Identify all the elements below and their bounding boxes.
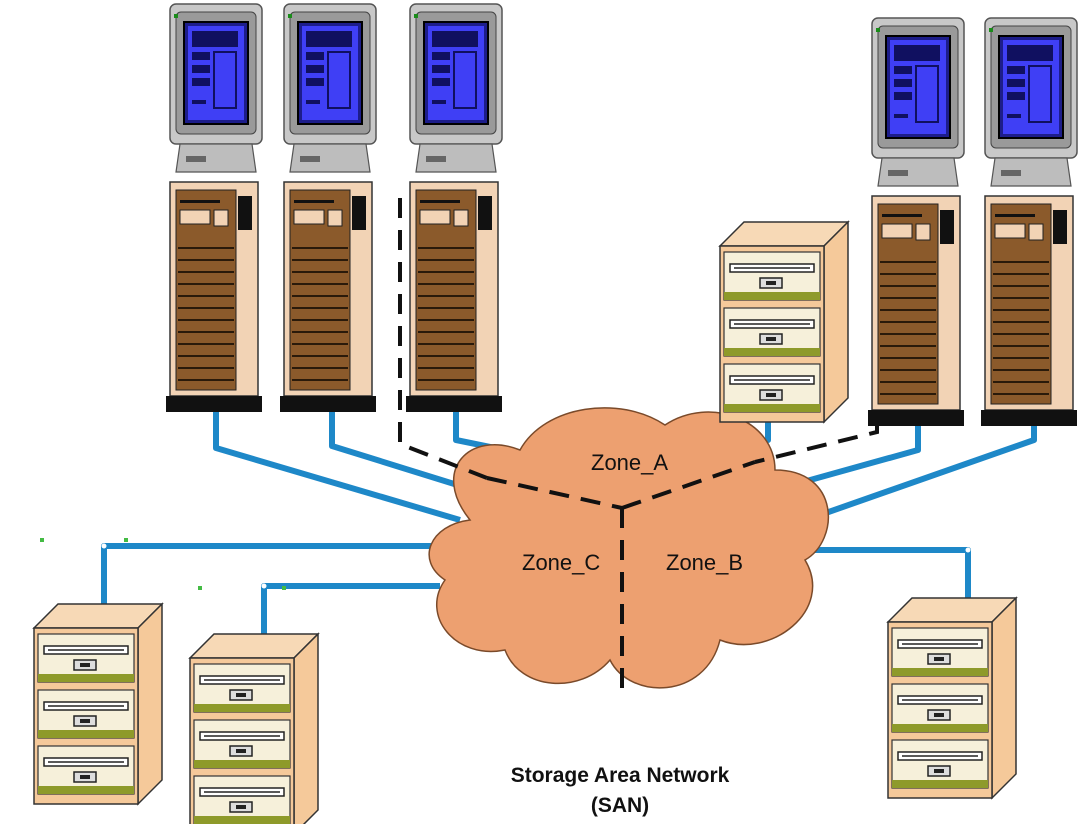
server-icon (405, 3, 503, 413)
server-icon (867, 17, 965, 427)
zone-b-label: Zone_B (666, 550, 743, 575)
zone-c-label: Zone_C (522, 550, 600, 575)
stray-marks (40, 538, 286, 590)
host-2 (279, 3, 377, 413)
diagram-caption-sub: (SAN) (591, 794, 649, 817)
server-icon (279, 3, 377, 413)
storage-right (888, 598, 1016, 798)
diagram-caption: Storage Area Network (511, 764, 730, 787)
storage-array-icon (190, 634, 318, 824)
host-3 (405, 3, 503, 413)
storage-left-1 (34, 604, 162, 804)
storage-array-icon (34, 604, 162, 804)
server-icon (980, 17, 1078, 427)
server-icon (165, 3, 263, 413)
storage-array-icon (720, 222, 848, 422)
host-4 (867, 17, 965, 427)
storage-top (720, 222, 848, 422)
storage-array-icon (888, 598, 1016, 798)
host-1 (165, 3, 263, 413)
link-junctions (101, 543, 971, 589)
zone-a-label: Zone_A (591, 450, 668, 475)
host-5 (980, 17, 1078, 427)
storage-left-2 (190, 634, 318, 824)
san-cloud (428, 407, 830, 689)
